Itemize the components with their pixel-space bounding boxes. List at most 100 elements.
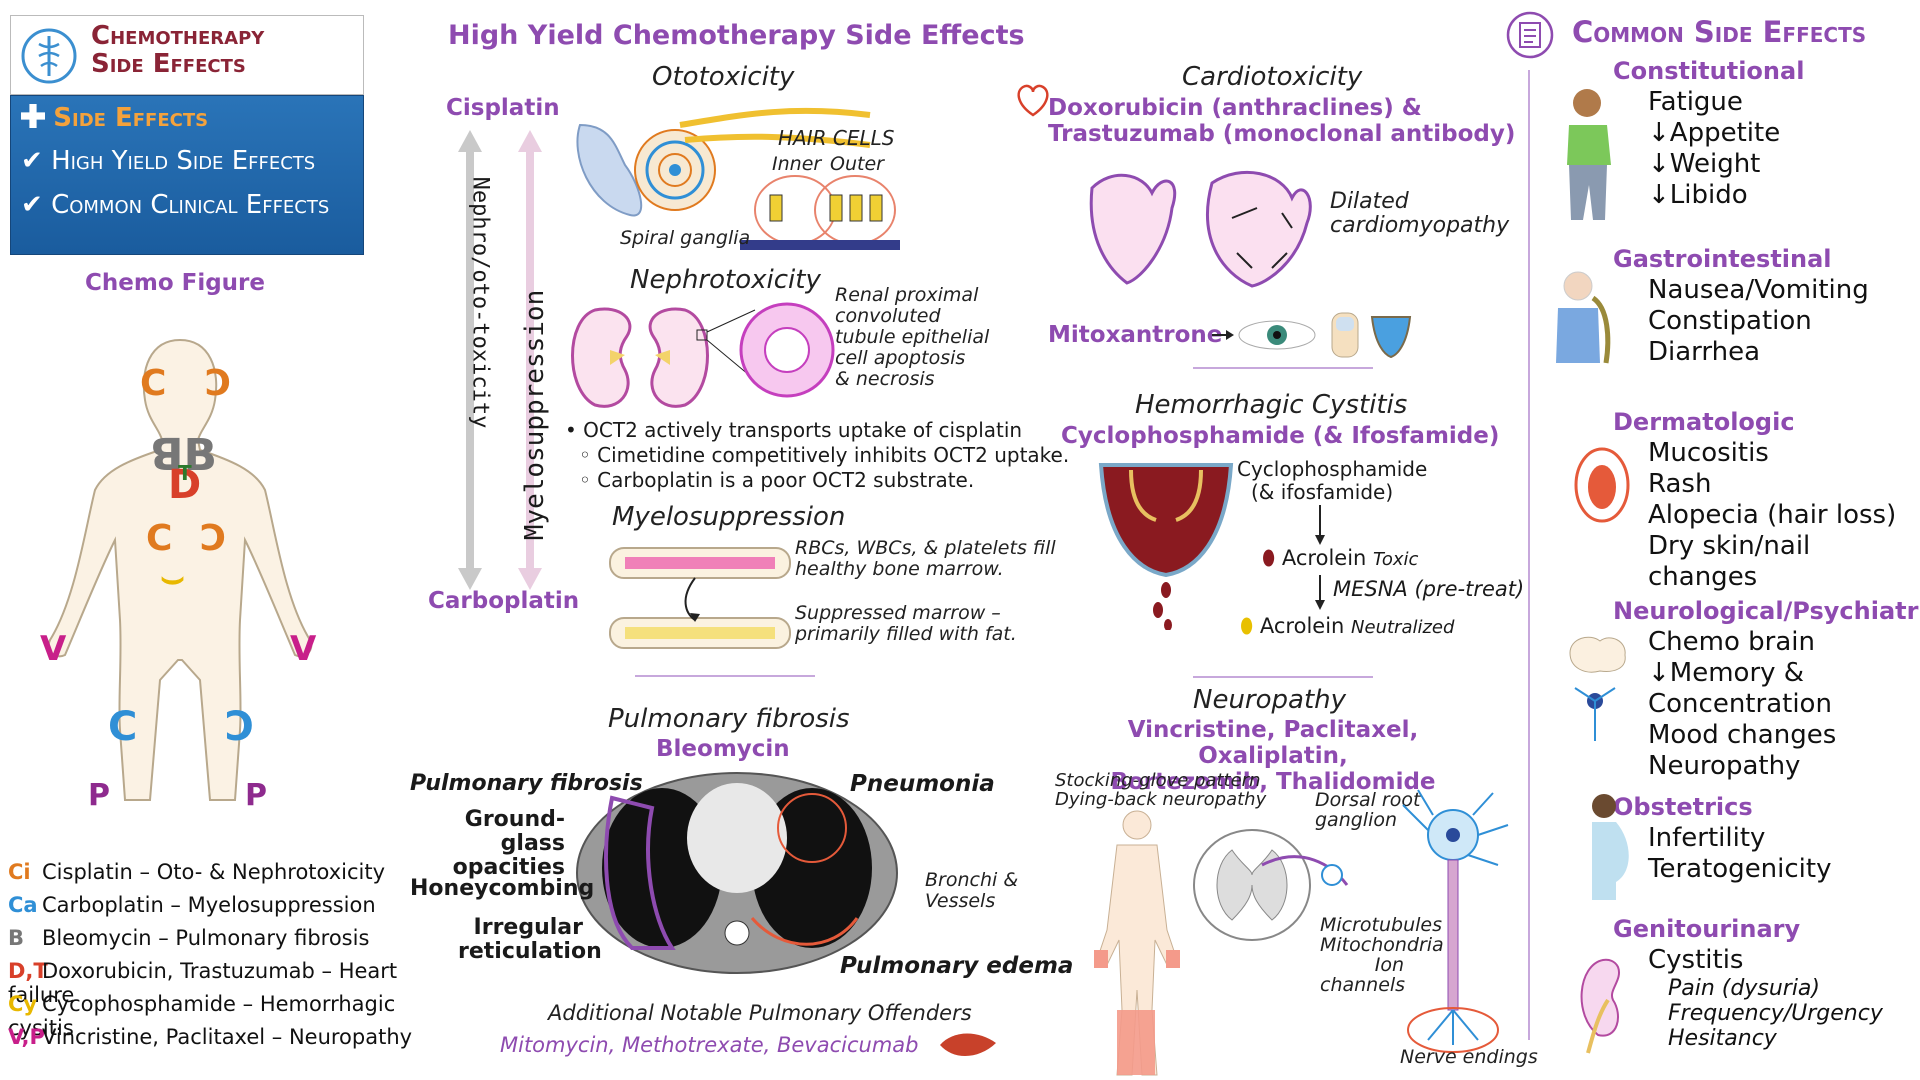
carboplatin-leg-left: C <box>108 704 137 750</box>
renal-note-line: cell apoptosis <box>835 347 966 369</box>
inner-label: Inner <box>772 153 822 175</box>
reticulation-label: Irregular reticulation <box>458 915 602 964</box>
suppressed-marrow-line: Suppressed marrow – <box>795 602 1001 624</box>
neuropathy-title: Neuropathy <box>1193 685 1347 715</box>
common-section-item: ↓Libido <box>1648 180 1748 210</box>
healthy-marrow-line: RBCs, WBCs, & platelets fill <box>795 537 1056 559</box>
muscle-icon <box>940 1033 996 1057</box>
hemorrhagic-cystitis-title: Hemorrhagic Cystitis <box>1135 390 1408 420</box>
pneumonia-label: Pneumonia <box>850 771 995 797</box>
renal-note-line: Renal proximal <box>835 284 979 306</box>
common-section-item: Frequency/Urgency <box>1668 1001 1883 1026</box>
paclitaxel-foot-right: P <box>245 778 267 813</box>
common-section-item: Chemo brain <box>1648 627 1815 657</box>
stocking-glove-label: Stocking-glove pattern Dying-back neurop… <box>1055 770 1267 810</box>
common-section-item: Dry skin/nail changes <box>1648 531 1811 592</box>
common-section-list: Fatigue↓Appetite↓Weight↓Libido <box>1648 87 1780 211</box>
caduceus-icon <box>21 28 77 84</box>
mouth-icon <box>1574 447 1630 523</box>
carboplatin-label: Carboplatin <box>428 588 580 614</box>
common-section-item: Mood changes <box>1648 720 1837 750</box>
cardiotoxicity-title: Cardiotoxicity <box>1182 62 1363 92</box>
cisplatin-kidney-right: Ↄ <box>200 518 226 559</box>
cyclophosphamide-bladder-marker: ⌣ <box>160 555 185 599</box>
nephro-bullet: ◦ Carboplatin is a poor OCT2 substrate. <box>579 468 975 492</box>
legend-key: Ca <box>8 893 38 917</box>
pulmonary-title: Pulmonary fibrosis <box>608 704 850 734</box>
legend-text: Cisplatin – Oto- & Nephrotoxicity <box>42 860 386 884</box>
cisplatin-label: Cisplatin <box>446 95 560 121</box>
neuron-illustration <box>1402 789 1509 1053</box>
common-section-item: Rash <box>1648 469 1712 499</box>
common-section-item: Hesitancy <box>1668 1026 1777 1051</box>
common-section-title: Genitourinary <box>1613 915 1801 943</box>
common-section-item: ↓Memory & Concentration <box>1648 658 1832 719</box>
common-section-item: Infertility <box>1648 823 1766 853</box>
renal-note-line: convoluted <box>835 305 941 327</box>
bone-marrow-illustration <box>609 547 791 649</box>
bleomycin-lung-marker: ꓭB <box>150 430 217 481</box>
title-line-2: Side Effects <box>91 49 246 79</box>
bleomycin-label: Bleomycin <box>656 736 790 762</box>
legend-text: Doxorubicin, Trastuzumab – Heart failure <box>8 959 398 1007</box>
offenders-list: Mitomycin, Methotrexate, Bevacicumab <box>500 1033 919 1057</box>
ground-glass-label: Ground-glass opacities <box>452 807 565 880</box>
bladder-illustration <box>1098 463 1234 630</box>
carboplatin-leg-right: Ↄ <box>225 704 254 750</box>
common-section-item: Fatigue <box>1648 87 1743 117</box>
divider <box>635 675 815 677</box>
healthy-marrow-line: healthy bone marrow. <box>795 558 1004 580</box>
myelosuppression-axis-label: Myelosuppression <box>520 289 550 541</box>
trastuzumab-marker: T <box>178 461 192 485</box>
common-section-item: Teratogenicity <box>1648 854 1832 884</box>
pregnant-person-icon <box>1592 794 1629 900</box>
menu-item-common-clinical[interactable]: ✔ Common Clinical Effects <box>21 190 330 220</box>
additional-offenders-label: Additional Notable Pulmonary Offenders <box>548 1001 972 1025</box>
heart-icon <box>1017 84 1049 117</box>
cisplatin-ear-left: C <box>140 363 166 404</box>
pulmonary-fibrosis-label: Pulmonary fibrosis <box>410 771 643 796</box>
notepad-icon <box>1506 11 1554 59</box>
spinal-cord-illustration <box>1193 829 1349 941</box>
outer-label: Outer <box>830 153 884 175</box>
suppressed-marrow-note: Suppressed marrow –primarily filled with… <box>795 603 1017 645</box>
brain-neuron-icon <box>1569 636 1626 741</box>
myelosuppression-title: Myelosuppression <box>612 502 846 532</box>
legend-key: V,P <box>8 1025 45 1049</box>
common-section-title: Constitutional <box>1613 57 1805 85</box>
nephro-bullet: ◦ Cimetidine competitively inhibits OCT2… <box>579 443 1070 467</box>
title-line-1: Chemotherapy <box>91 21 265 51</box>
nephro-bullet: • OCT2 actively transports uptake of cis… <box>565 418 1023 442</box>
renal-note-line: tubule epithelial <box>835 326 990 348</box>
cyclophosphamide-drugs: Cyclophosphamide (& Ifosfamide) <box>1061 423 1500 449</box>
plus-icon <box>21 104 45 128</box>
cyclophosphamide-flow-label: Cyclophosphamide (& ifosfamide) <box>1237 457 1428 504</box>
common-side-effects-title: Common Side Effects <box>1572 15 1867 49</box>
legend-key: D,T <box>8 959 48 983</box>
common-section-item: ↓Appetite <box>1648 118 1781 148</box>
hair-cells-label: HAIR CELLS <box>778 126 895 150</box>
kidney-icon <box>1580 958 1621 1054</box>
legend-text: Cycophosphamide – Hemorrhagic cysitis <box>8 992 396 1040</box>
neuropathy-drugs: Vincristine, Paclitaxel, Oxaliplatin, Bo… <box>1110 717 1436 795</box>
common-section-title: Dermatologic <box>1613 408 1795 436</box>
title-box: Chemotherapy Side Effects <box>10 15 364 95</box>
common-section-title: Obstetrics <box>1613 793 1753 821</box>
cardio-drugs: Doxorubicin (anthraclines) & Trastuzumab… <box>1048 95 1516 147</box>
check-icon: ✔ <box>21 146 43 176</box>
microtubules-label: Microtubules Mitochondria Ion channels <box>1320 914 1444 996</box>
menu-box: Side Effects ✔ High Yield Side Effects ✔… <box>10 95 364 255</box>
menu-item-side-effects[interactable]: Side Effects <box>21 102 208 133</box>
fatigue-person-icon <box>1567 89 1611 220</box>
kidney-illustration <box>571 302 835 408</box>
menu-item-high-yield[interactable]: ✔ High Yield Side Effects <box>21 146 316 176</box>
mesna-label: MESNA (pre-treat) <box>1333 577 1525 601</box>
common-section-item: ↓Weight <box>1648 149 1761 179</box>
